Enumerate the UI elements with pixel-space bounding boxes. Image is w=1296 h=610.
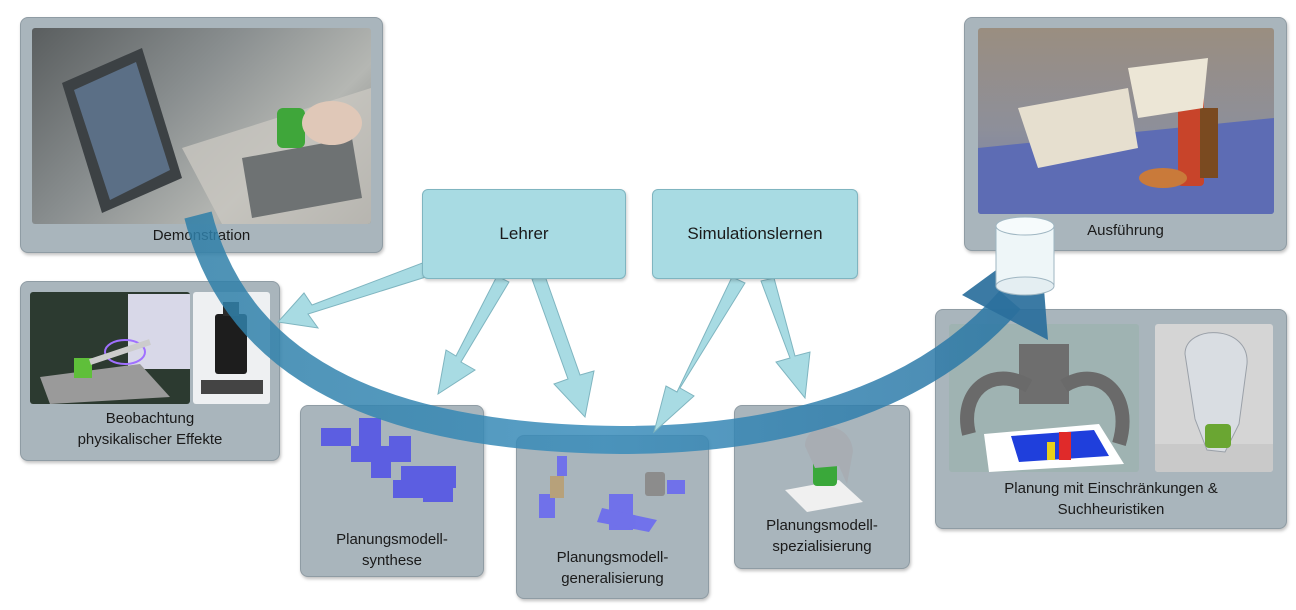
planung-node: Planung mit Einschränkungen & Suchheuris… <box>935 309 1287 529</box>
generalisierung-caption-line2: generalisierung <box>561 570 664 587</box>
planung-caption-line1: Planung mit Einschränkungen & <box>1004 480 1218 497</box>
lehrer-source: Lehrer <box>422 189 626 279</box>
simulation-to-generalisierung-arrow <box>653 276 746 434</box>
planning-sim-illustration <box>960 344 1130 472</box>
lehrer-to-synthese-arrow <box>437 275 510 396</box>
demonstration-node: Demonstration <box>20 17 383 253</box>
beobachtung-caption-line1: Beobachtung <box>105 410 195 427</box>
beobachtung-caption-line2: physikalischer Effekte <box>77 431 223 448</box>
spezialisierung-caption-line2: spezialisierung <box>772 538 872 555</box>
ausfuehrung-illustration <box>978 58 1274 214</box>
ausfuehrung-photo <box>978 28 1274 214</box>
generalisierung-node: Planungsmodell- generalisierung <box>516 435 709 599</box>
planung-caption-line2: Suchheuristiken <box>1057 501 1165 518</box>
generalisierung-caption-line1: Planungsmodell- <box>556 549 669 566</box>
spezialisierung-caption-line1: Planungsmodell- <box>766 517 878 534</box>
lehrer-to-generalisierung-arrow <box>531 275 595 419</box>
hand-sim-illustration <box>1155 332 1273 472</box>
ausfuehrung-node: Ausführung <box>964 17 1287 251</box>
simulation-photo <box>30 292 190 404</box>
simulation-to-spezialisierung-arrow <box>760 277 811 400</box>
simulation-illustration <box>40 294 190 404</box>
hand-sim-photo <box>1155 324 1273 472</box>
spezialisierung-illustration <box>785 426 863 512</box>
demonstration-illustration <box>62 48 371 224</box>
spezialisierung-node: Planungsmodell- spezialisierung <box>734 405 910 569</box>
lehrer-label: Lehrer <box>499 224 549 243</box>
generalisierung-illustration <box>539 456 685 532</box>
synthese-caption-line2: synthese <box>361 552 423 569</box>
synthese-caption-line1: Planungsmodell- <box>336 531 448 548</box>
synthese-illustration <box>321 418 456 502</box>
ausfuehrung-caption: Ausführung <box>1087 222 1164 239</box>
lehrer-to-beobachtung-arrow <box>277 261 430 329</box>
beobachtung-node: Beobachtung physikalischer Effekte <box>20 281 280 461</box>
simulationslernen-label: Simulationslernen <box>687 224 823 243</box>
cycle-arc <box>184 211 1021 455</box>
planning-sim-photo <box>949 324 1139 472</box>
demonstration-photo <box>32 28 371 224</box>
simulationslernen-source: Simulationslernen <box>652 189 858 279</box>
